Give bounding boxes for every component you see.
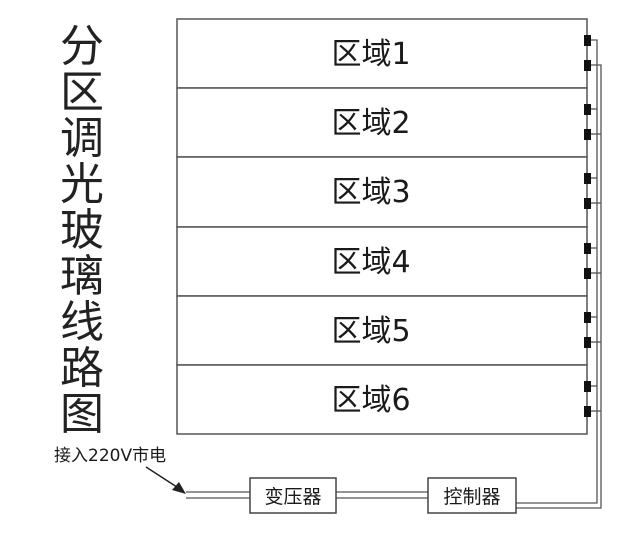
connector xyxy=(584,60,591,71)
connector xyxy=(584,243,591,254)
zone-label: 区域1 xyxy=(331,37,410,72)
zone-box xyxy=(176,295,588,366)
zone-box xyxy=(176,18,588,89)
controller-label: 控制器 xyxy=(443,486,500,508)
controller-box xyxy=(427,477,517,514)
title-char: 光 xyxy=(60,159,104,210)
title-char: 区 xyxy=(60,67,104,118)
connector xyxy=(584,198,591,209)
zone-box xyxy=(176,87,588,158)
controller: 控制器 xyxy=(427,477,517,514)
zone-label: 区域3 xyxy=(331,175,410,210)
connector xyxy=(584,35,591,46)
title-char: 璃 xyxy=(60,251,104,302)
transformer-label: 变压器 xyxy=(264,486,321,508)
connector xyxy=(584,268,591,279)
glass-panel: 区域1 区域2 区域3 区域4 区域5 区域6 xyxy=(176,18,588,435)
zone-box xyxy=(176,226,588,297)
connector xyxy=(584,129,591,140)
diagram-title: 分 区 调 光 玻 璃 线 路 图 xyxy=(52,24,112,438)
connector xyxy=(584,104,591,115)
power-input-label: 接入220V市电 xyxy=(54,446,166,466)
title-char: 调 xyxy=(60,113,104,164)
arrow-icon xyxy=(145,466,186,494)
title-char: 分 xyxy=(60,21,104,72)
zone-label: 区域5 xyxy=(331,314,410,349)
zone-box xyxy=(176,364,588,435)
title-char: 玻 xyxy=(60,205,104,256)
connector xyxy=(584,337,591,348)
title-char: 路 xyxy=(60,343,104,394)
title-char: 图 xyxy=(60,389,104,440)
title-char: 线 xyxy=(60,297,104,348)
connector xyxy=(584,406,591,417)
zone-box xyxy=(176,156,588,228)
connector xyxy=(584,312,591,323)
connector xyxy=(584,173,591,184)
transformer-box xyxy=(249,477,337,514)
transformer: 变压器 xyxy=(249,477,337,514)
zone-connectors xyxy=(584,35,591,417)
mains-wire xyxy=(186,491,428,499)
wire-bundle xyxy=(516,39,602,509)
zone-label: 区域6 xyxy=(331,383,410,418)
zone-label: 区域4 xyxy=(331,245,410,280)
connector xyxy=(584,381,591,392)
zone-label: 区域2 xyxy=(331,106,410,141)
